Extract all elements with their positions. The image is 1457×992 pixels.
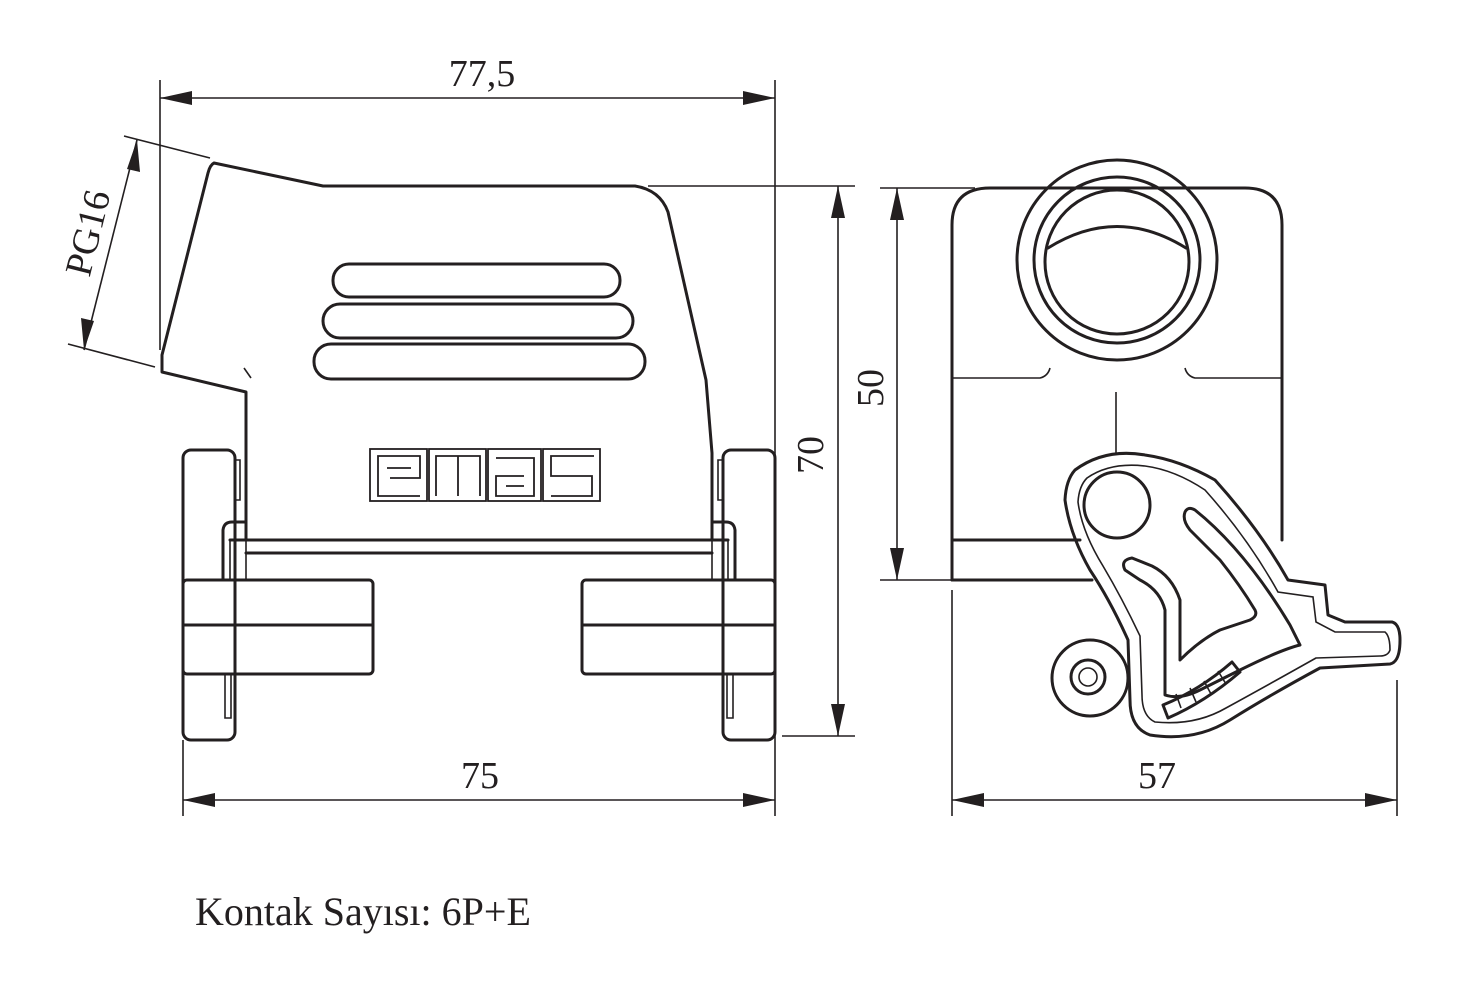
left-pillar [181,448,237,742]
cable-entry-outer [1015,158,1219,362]
dim-total-height: 70 [790,436,832,474]
hood-notch [243,367,252,379]
lever-pivot [1082,470,1152,540]
roller-hub [1069,658,1107,696]
right-foot [580,578,777,676]
left-foot [181,578,375,676]
contact-count-caption: Kontak Sayısı: 6P+E [195,889,531,934]
cable-entry-mid [1032,175,1202,345]
dim-side-height: 50 [850,369,892,407]
cable-entry-inner [1043,188,1191,336]
vent-slot-2 [321,302,635,340]
brand-logo [369,448,601,502]
front-view: emas [160,161,777,742]
locking-lever [1063,451,1402,739]
roller [1050,638,1130,718]
left-bracket [221,520,248,582]
hood-outline [160,161,714,542]
vent-slot-1 [331,262,622,299]
front-dimensions: 77,5 PG16 70 75 [58,53,855,816]
side-view [950,158,1402,739]
dim-bottom-width: 75 [461,755,499,797]
right-bracket [710,520,737,582]
side-dimensions: 50 57 [850,187,1398,816]
vent-slot-3 [312,342,647,381]
dim-cable-gland: PG16 [58,186,120,280]
dim-side-width: 57 [1138,755,1176,797]
side-body [950,186,1284,582]
right-pillar [721,448,777,742]
dim-top-width: 77,5 [449,53,516,95]
